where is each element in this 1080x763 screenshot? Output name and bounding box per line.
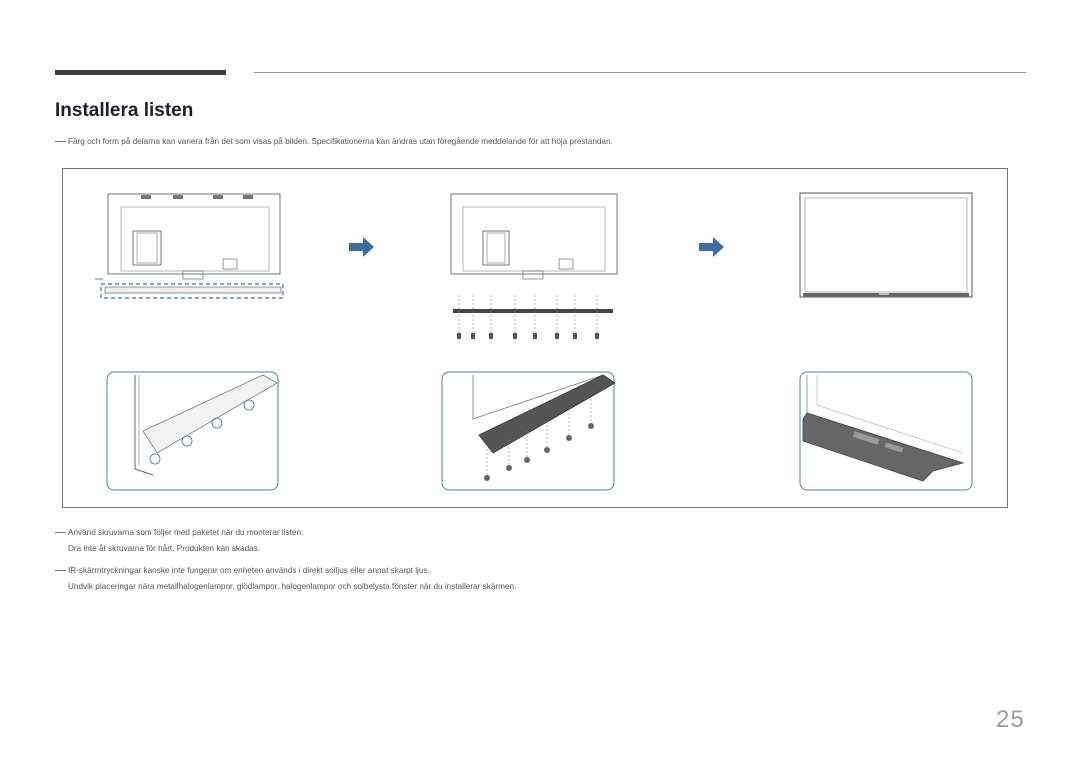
note-screws-line1: Använd skruvarna som följer med paketet … <box>68 528 304 537</box>
installation-figure <box>62 168 1008 508</box>
installation-illustration <box>95 192 973 491</box>
step3-display-front <box>799 192 973 298</box>
header-rule <box>254 72 1026 73</box>
note-dash <box>55 141 66 142</box>
note-screws-line2: Dra inte åt skruvarna för hårt. Produkte… <box>68 544 261 553</box>
note-top-text: Färg och form på delarna kan variera frå… <box>68 137 613 146</box>
note-dash <box>55 570 66 571</box>
note-ir-line2: Undvik placeringar nära metallhalogenlam… <box>68 582 517 591</box>
note-dash <box>55 532 66 533</box>
detail-screwing-bar <box>441 371 616 491</box>
note-ir: IR-skärmtryckningar kanske inte fungerar… <box>55 563 516 595</box>
step2-display-with-bar <box>450 193 618 339</box>
arrow-right-icon <box>699 237 724 257</box>
note-ir-line1: IR-skärmtryckningar kanske inte fungerar… <box>68 566 430 575</box>
header-accent-bar <box>55 70 226 75</box>
page-number: 25 <box>996 706 1025 733</box>
detail-installed-bar <box>799 371 973 491</box>
page-title: Installera listen <box>55 100 194 121</box>
touch-bar <box>453 309 613 313</box>
step1-display-back <box>95 193 284 299</box>
note-top: Färg och form på delarna kan variera frå… <box>55 134 613 150</box>
arrow-right-icon <box>349 237 374 257</box>
bar-position-highlight <box>100 283 284 299</box>
detail-bar-alignment <box>106 371 279 491</box>
note-screws: Använd skruvarna som följer med paketet … <box>55 525 303 557</box>
